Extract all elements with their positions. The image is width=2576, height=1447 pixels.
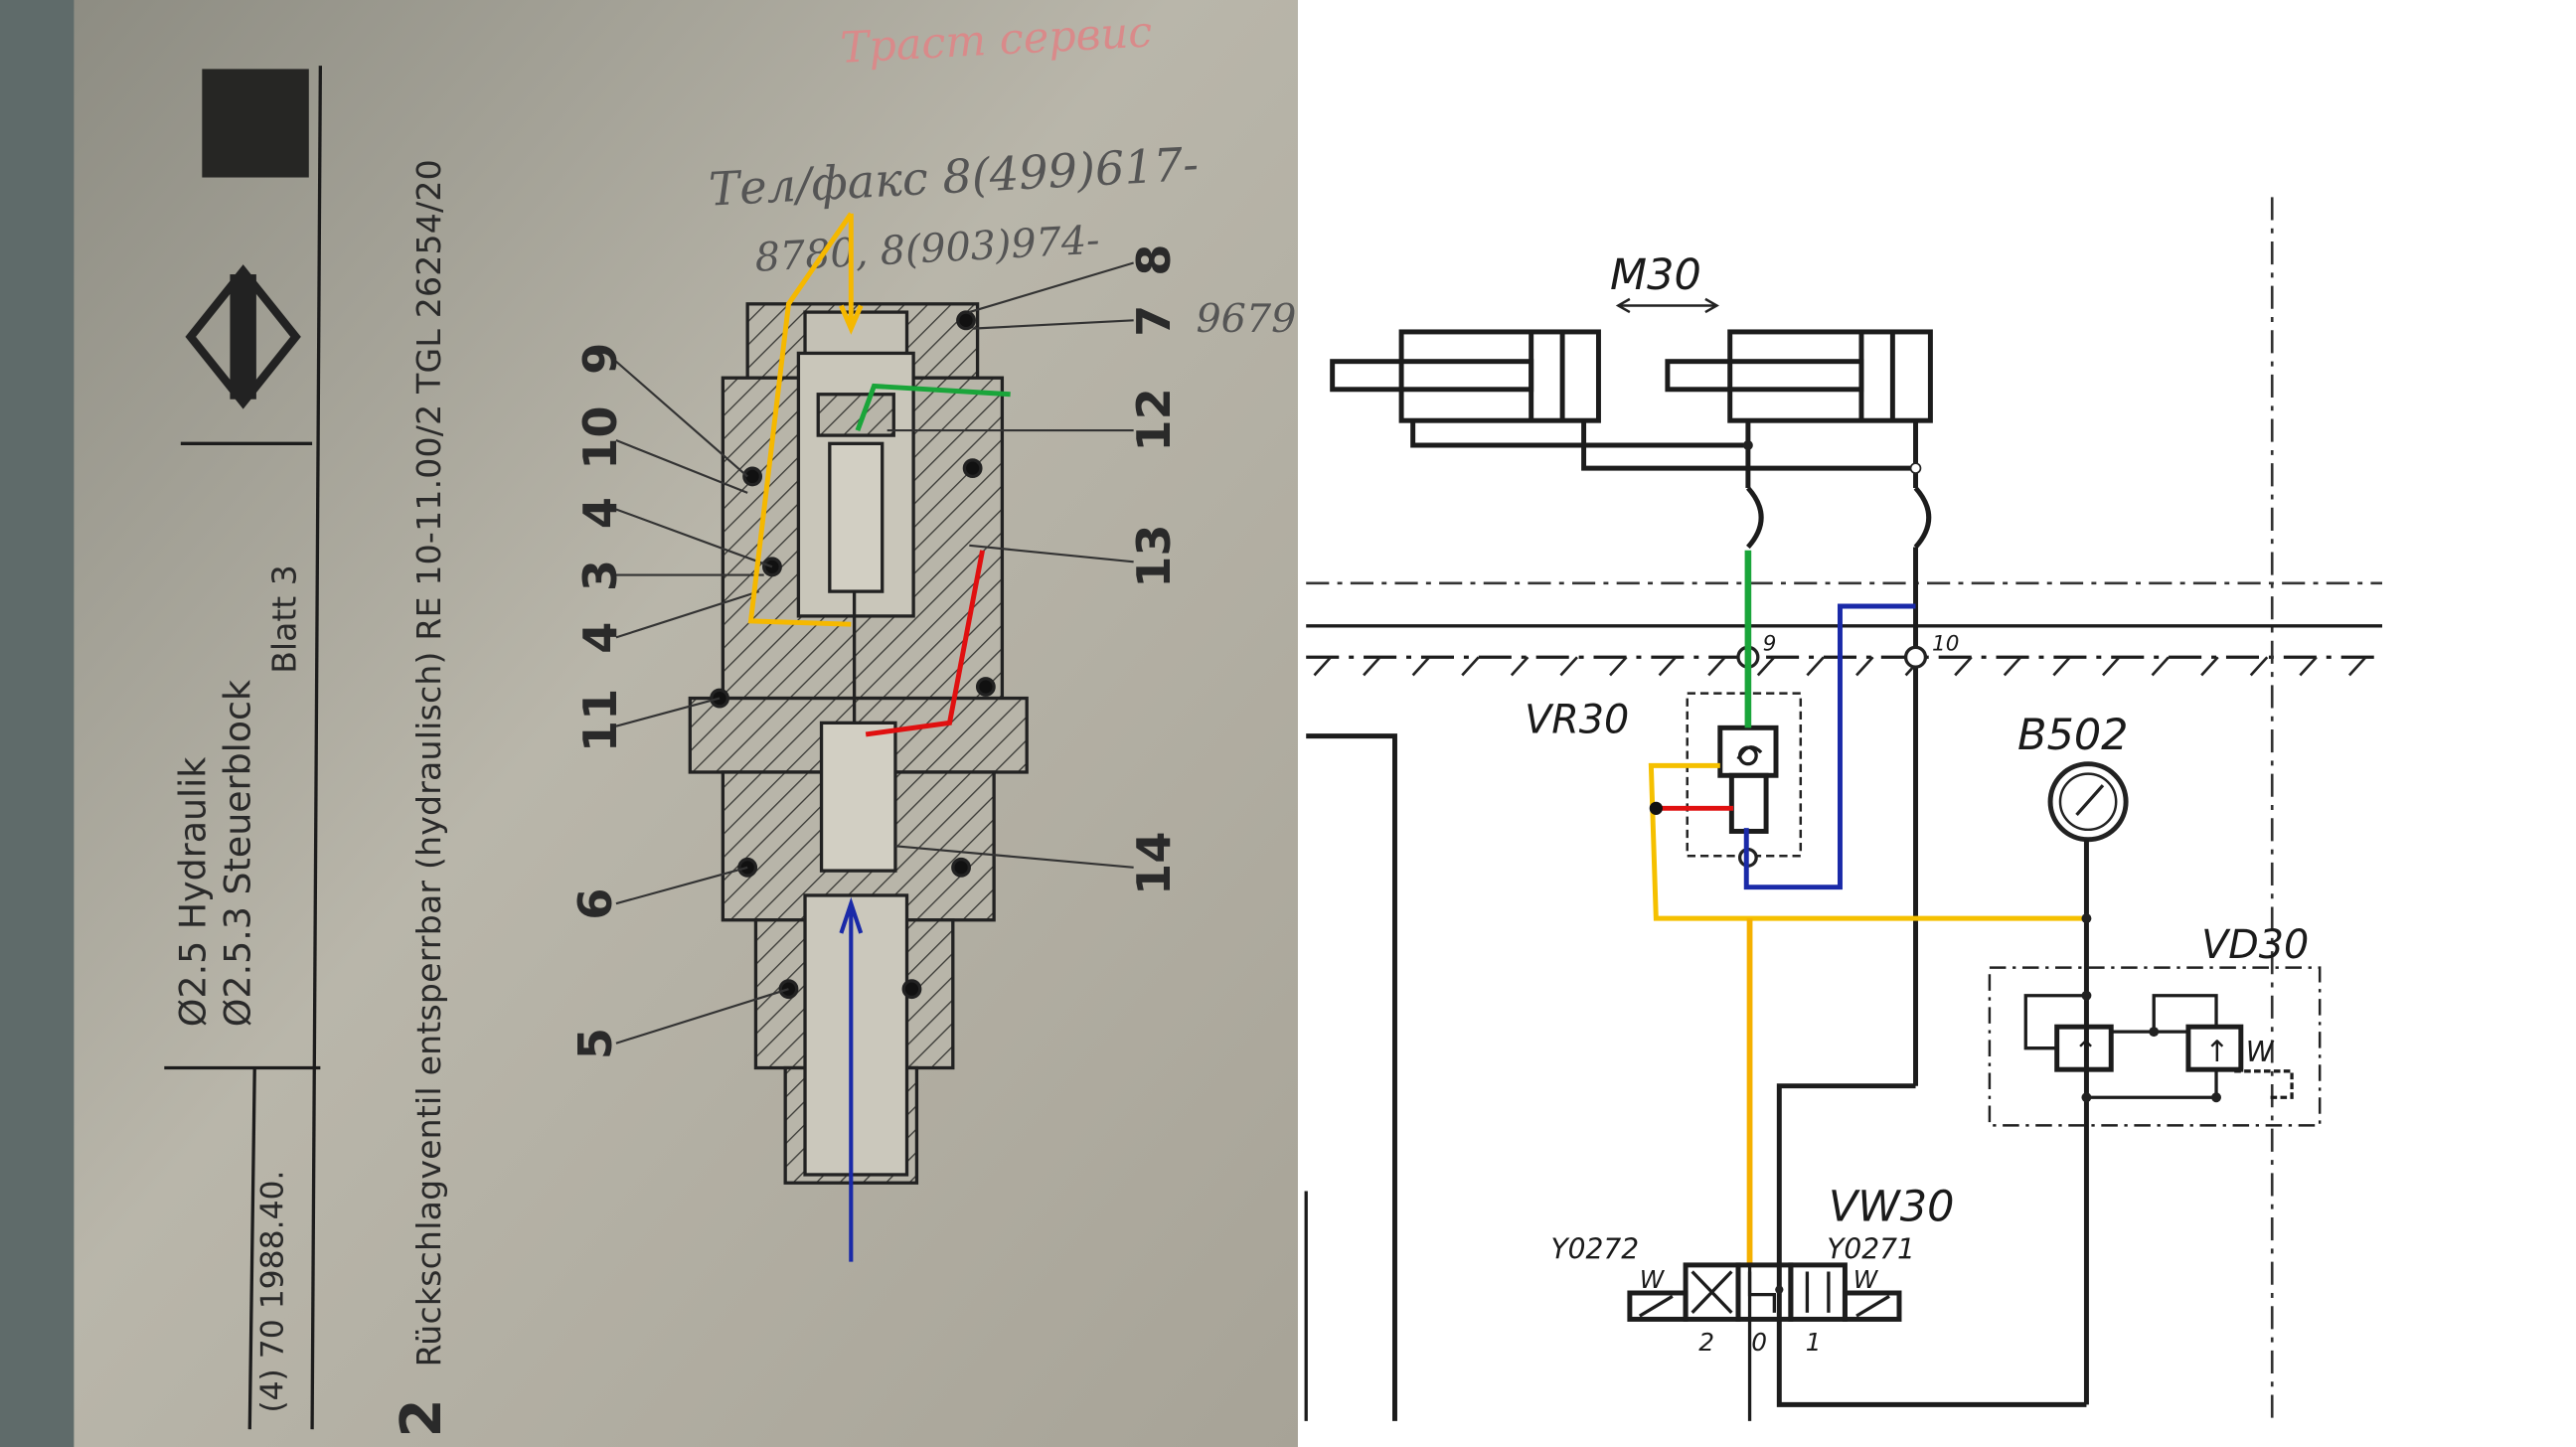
hatch-mark: [1806, 656, 1825, 677]
figure-number: 2: [390, 1398, 454, 1437]
hatch-mark: [1855, 656, 1874, 677]
logo-block: [202, 69, 309, 178]
background-binder: [0, 0, 75, 1447]
photo-panel: Траст сервис Тел/факс 8(499)617- 8780, 8…: [0, 0, 1298, 1447]
directional-valve-label: VW30: [1829, 1182, 1955, 1231]
part-number: 10: [573, 405, 627, 469]
directional-valve: W W 2 0 1: [1627, 1262, 1902, 1357]
position-label: 0: [1751, 1328, 1767, 1357]
yellow-arrow-annotation: [839, 213, 864, 335]
manufacturer-logo: [185, 264, 301, 409]
hatch-mark: [1658, 656, 1678, 677]
hatch-mark: [1609, 656, 1628, 677]
pressure-gauge-icon: [2047, 761, 2129, 843]
yellow-flow-annotation: [747, 212, 854, 627]
doc-number: (4) 70 1988.40.: [254, 1171, 290, 1413]
vd30-boundary: [1988, 966, 2322, 1127]
red-flow-annotation: [865, 550, 985, 737]
part-number: 4: [573, 622, 627, 654]
port-10: 10: [1903, 632, 1959, 669]
junction-dot: [1649, 801, 1663, 815]
hatch-mark: [1510, 656, 1530, 677]
hatch-mark: [1756, 656, 1776, 677]
hatch-mark: [1707, 656, 1726, 677]
hatch-mark: [2003, 656, 2022, 677]
hydraulic-schematic: M30: [1297, 0, 2576, 1447]
spring-mark: W: [1640, 1265, 1666, 1294]
position-label: 2: [1698, 1328, 1714, 1357]
blue-line: [1743, 603, 1916, 890]
frame-line: [247, 1067, 256, 1430]
blue-arrow-annotation: [839, 896, 864, 1262]
solenoid-right-label: Y0271: [1827, 1232, 1915, 1265]
port-9-label: 9: [1763, 632, 1777, 657]
hatch-mark: [2347, 656, 2367, 677]
hatch-mark: [2249, 656, 2269, 677]
part-number: 5: [568, 1028, 622, 1059]
movement-arrow-icon: [1615, 297, 1719, 314]
contact-line-3: 9679: [1196, 296, 1296, 342]
part-number: 9: [573, 343, 627, 375]
spring-mark: W: [2246, 1036, 2275, 1068]
section-hydraulik: Ø2.5 Hydraulik: [172, 757, 215, 1027]
part-number: 3: [573, 560, 627, 591]
pressure-valve-label: VD30: [2201, 922, 2309, 968]
part-number: 11: [573, 689, 627, 752]
position-label: 1: [1806, 1328, 1822, 1357]
hatch-mark: [1363, 656, 1381, 677]
sheet-label: Blatt 3: [265, 564, 304, 674]
paper-sheet: [66, 0, 1298, 1447]
hatch-mark: [1461, 656, 1480, 677]
hatch-mark: [1954, 656, 1973, 677]
port-10-label: 10: [1932, 632, 1959, 657]
gauge-label: B502: [2017, 711, 2129, 760]
cylinder-1: [1330, 329, 1601, 423]
frame-line: [1306, 733, 1397, 1421]
hatch-mark: [2052, 656, 2071, 677]
part-number: 6: [568, 888, 622, 920]
figure-caption: Rückschlagventil entsperrbar (hydraulisc…: [409, 159, 448, 1367]
part-number: 12: [1127, 388, 1181, 451]
check-valve-label: VR30: [1525, 697, 1629, 742]
frame-line: [310, 66, 323, 1430]
cylinder-label: M30: [1610, 250, 1701, 300]
part-number: 7: [1127, 305, 1181, 337]
hatch-mark: [2299, 656, 2318, 677]
part-number: 4: [573, 497, 627, 529]
part-number: 13: [1127, 524, 1181, 587]
left-part-numbers: 9 10 4 3 4 11 6 5: [568, 343, 627, 1060]
hatch-mark: [1411, 656, 1431, 677]
solenoid-left-label: Y0272: [1551, 1232, 1640, 1265]
part-number: 14: [1127, 832, 1181, 895]
hatch-mark: [1313, 656, 1332, 677]
pressure-relief-valves: ↑ ↑ W: [2023, 990, 2294, 1103]
hatch-mark: [2151, 656, 2171, 677]
section-steuerblock: Ø2.5.3 Steuerblock: [216, 680, 258, 1027]
part-number: 8: [1127, 244, 1181, 276]
green-flow-annotation: [855, 383, 1011, 431]
hatch-mark: [2101, 656, 2121, 677]
cylinder-lines: [1410, 420, 2087, 1407]
right-part-numbers: 8 7 12 13 14: [1127, 244, 1181, 895]
spring-mark: W: [1853, 1265, 1879, 1294]
hatch-marks: [1313, 656, 2367, 677]
cylinder-2: [1665, 329, 1933, 423]
hatch-mark: [1559, 656, 1578, 677]
hatch-mark: [2200, 656, 2219, 677]
part-leaders: [615, 261, 1134, 1045]
yellow-line: [1648, 762, 2087, 921]
arrow-icon: ↑: [2204, 1035, 2229, 1069]
arrow-icon: ↑: [2073, 1035, 2098, 1069]
